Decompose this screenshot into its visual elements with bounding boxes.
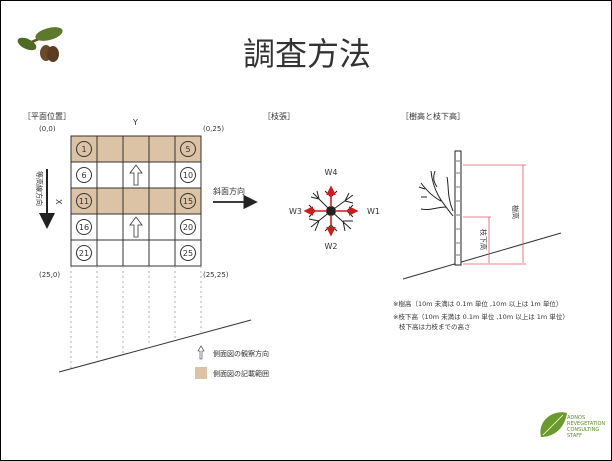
cell-label-11: 11	[79, 197, 89, 206]
note-branch-height: ※枝下高（10m 未満は 0.1m 単位 ,10m 以上は 1m 単位）	[393, 312, 569, 321]
logo-line-3: CONSULTING	[567, 427, 599, 433]
height-section-label: ［樹高と枝下高］	[401, 111, 465, 121]
cell-label-16: 16	[79, 223, 89, 232]
cell-label-25: 25	[183, 249, 193, 258]
branch-spread-diagram: ［枝張］ W4 W1 W2 W3	[263, 111, 380, 251]
axis-label-y: Y	[132, 118, 138, 127]
legend-observation-label: 側面図の観察方向	[213, 349, 269, 358]
contour-direction-label: 等高線方向	[35, 171, 44, 206]
observation-arrow-icon	[129, 164, 143, 186]
tree-trunk-icon	[326, 206, 336, 216]
axis-label-x: X	[54, 199, 63, 205]
corner-label-top-right: (0,25)	[203, 125, 224, 133]
cell-label-20: 20	[183, 223, 193, 232]
legend-range-label: 側面図の記載範囲	[213, 369, 269, 378]
legend-arrow-icon	[197, 345, 205, 360]
observation-arrow-icon	[129, 216, 143, 238]
corner-label-bottom-left: (25,0)	[39, 271, 60, 279]
corner-label-top-left: (0,0)	[39, 125, 56, 133]
company-logo: ADNOS REVEGETATION CONSULTING STAFF	[540, 412, 605, 439]
cell-label-1: 1	[81, 145, 86, 154]
direction-label-w3: W3	[289, 207, 302, 216]
direction-label-w4: W4	[325, 168, 338, 177]
logo-line-2: REVEGETATION	[567, 421, 605, 427]
plan-diagram: ［平面位置］ (0,0) (0,25) (25,0) (25,25) Y 1 5	[23, 111, 258, 373]
logo-line-4: STAFF	[567, 433, 582, 439]
measurement-notes: ※樹高（10m 未満は 0.1m 単位 ,10m 以上は 1m 単位） ※枝下高…	[393, 299, 569, 331]
cell-label-21: 21	[79, 249, 89, 258]
cell-label-6: 6	[81, 171, 86, 180]
legend: 側面図の観察方向 側面図の記載範囲	[195, 345, 269, 379]
note-branch-definition: 枝下高は力枝までの高さ	[399, 322, 471, 331]
branch-direction-arrows	[303, 185, 359, 237]
slope-ground-line	[402, 232, 562, 280]
legend-swatch	[195, 367, 207, 379]
cell-label-10: 10	[183, 171, 193, 180]
cell-label-15: 15	[183, 197, 193, 206]
slope-direction-label: 斜面方向	[213, 186, 245, 196]
direction-label-w2: W2	[325, 242, 338, 251]
projection-guides	[70, 266, 202, 368]
note-tree-height: ※樹高（10m 未満は 0.1m 単位 ,10m 以上は 1m 単位）	[393, 299, 562, 308]
direction-label-w1: W1	[367, 207, 380, 216]
page-title: 調査方法	[243, 35, 371, 73]
branch-height-label: 枝下高	[479, 229, 488, 250]
tree-trunk	[454, 150, 462, 266]
logo-line-1: ADNOS	[567, 415, 585, 421]
plot-grid	[70, 135, 202, 267]
branch-section-label: ［枝張］	[263, 111, 295, 121]
corner-label-bottom-right: (25,25)	[203, 271, 229, 279]
cell-label-5: 5	[185, 145, 190, 154]
tree-branches-icon	[418, 170, 454, 217]
tree-height-label: 樹高	[511, 205, 520, 219]
shaded-row-3	[71, 188, 201, 214]
plan-section-label: ［平面位置］	[23, 111, 71, 121]
height-diagram: ［樹高と枝下高］ 枝下高 樹高	[401, 111, 562, 280]
cell-markers: 1 5 6 10 11 15 16 20 21 25	[76, 141, 196, 261]
height-guides	[463, 164, 526, 265]
seedling-logo-icon	[17, 27, 63, 62]
slope-ground-line	[58, 319, 252, 373]
shaded-row-1	[71, 136, 201, 162]
